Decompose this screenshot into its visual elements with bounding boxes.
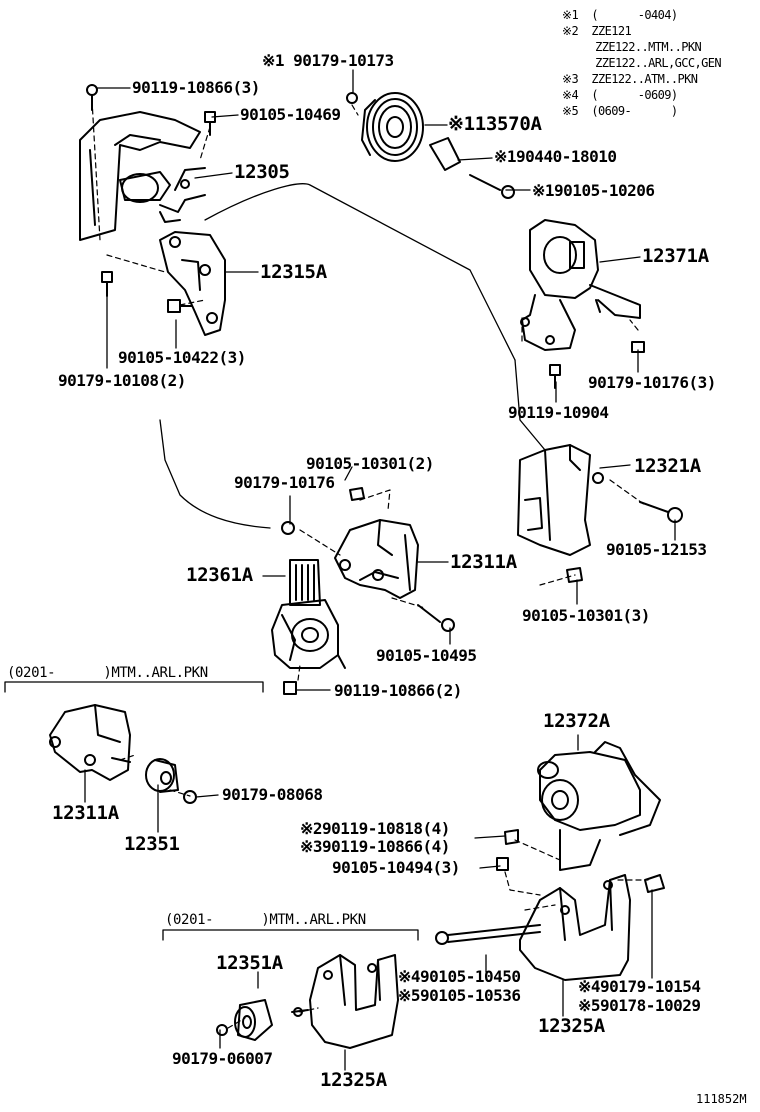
note-7: ※5 (0609- ) — [562, 104, 678, 118]
part-12315A-drawing — [160, 232, 225, 335]
range-brackets — [5, 682, 418, 940]
label-12371A[interactable]: 12371A — [642, 245, 709, 267]
label-490105-10450[interactable]: ※490105-10450 — [398, 967, 521, 986]
label-12311A-top[interactable]: 12311A — [450, 551, 517, 573]
label-12315A[interactable]: 12315A — [260, 261, 327, 283]
part-12311A-top-drawing — [335, 520, 418, 598]
diagram-code: 111852M — [696, 1092, 747, 1106]
dashed-guides — [92, 100, 648, 1028]
label-90105-10469[interactable]: 90105-10469 — [240, 105, 341, 124]
label-12325A-left[interactable]: 12325A — [320, 1069, 387, 1091]
small-bolts-mid — [282, 488, 582, 694]
part-12311A-mid-drawing — [50, 705, 130, 780]
label-90179-08068[interactable]: 90179-08068 — [222, 785, 323, 804]
bolts-12371A — [550, 342, 644, 388]
part-12305-drawing — [80, 112, 205, 240]
bolts-upper-left — [87, 85, 357, 312]
label-13570A[interactable]: ※113570A — [448, 113, 542, 135]
label-12351A[interactable]: 12351A — [216, 952, 283, 974]
label-90105-10422-3[interactable]: 90105-10422(3) — [118, 348, 246, 367]
pulley-13570A-drawing — [362, 93, 514, 198]
label-90105-10494-3[interactable]: 90105-10494(3) — [332, 858, 460, 877]
part-12351A-drawing — [217, 1000, 272, 1040]
label-90119-10866-2[interactable]: 90119-10866(2) — [334, 681, 462, 700]
note-4: ZZE122..ARL,GCC,GEN — [562, 56, 721, 70]
label-90179-10176[interactable]: 90179-10176 — [234, 473, 335, 492]
range-bracket-upper-label: (0201- )MTM..ARL.PKN — [7, 665, 208, 681]
label-90105-12153[interactable]: 90105-12153 — [606, 540, 707, 559]
part-12361A-drawing — [272, 560, 345, 668]
part-12321A-drawing — [518, 445, 682, 555]
note-1: ※1 ( -0404) — [562, 8, 678, 22]
note-6: ※4 ( -0609) — [562, 88, 678, 102]
range-bracket-lower-label: (0201- )MTM..ARL.PKN — [165, 912, 366, 928]
label-12321A[interactable]: 12321A — [634, 455, 701, 477]
label-90105-10301-3[interactable]: 90105-10301(3) — [522, 606, 650, 625]
label-290119-10818-4[interactable]: ※290119-10818(4) — [300, 819, 450, 838]
label-590105-10536[interactable]: ※590105-10536 — [398, 986, 521, 1005]
label-90105-10495[interactable]: 90105-10495 — [376, 646, 477, 665]
label-90105-10301-2[interactable]: 90105-10301(2) — [306, 454, 434, 473]
label-190440-18010[interactable]: ※190440-18010 — [494, 147, 617, 166]
label-12361A[interactable]: 12361A — [186, 564, 253, 586]
label-90179-10176-3[interactable]: 90179-10176(3) — [588, 373, 716, 392]
part-12372A-drawing — [497, 742, 660, 870]
label-90119-10904[interactable]: 90119-10904 — [508, 403, 609, 422]
routing-lines — [160, 184, 545, 528]
label-12372A[interactable]: 12372A — [543, 710, 610, 732]
note-3: ZZE122..MTM..PKN — [562, 40, 702, 54]
label-12305[interactable]: 12305 — [234, 161, 290, 183]
label-190105-10206[interactable]: ※190105-10206 — [532, 181, 655, 200]
label-90179-10108-2[interactable]: 90179-10108(2) — [58, 371, 186, 390]
label-590178-10029[interactable]: ※590178-10029 — [578, 996, 701, 1015]
label-90179-06007[interactable]: 90179-06007 — [172, 1049, 273, 1068]
part-12351-drawing — [146, 759, 196, 803]
label-390119-10866-4[interactable]: ※390119-10866(4) — [300, 837, 450, 856]
label-490179-10154[interactable]: ※490179-10154 — [578, 977, 701, 996]
part-12371A-drawing — [521, 220, 640, 350]
note-5: ※3 ZZE122..ATM..PKN — [562, 72, 698, 86]
label-90119-10866-3[interactable]: 90119-10866(3) — [132, 78, 260, 97]
label-90179-10173[interactable]: ※1 90179-10173 — [262, 51, 394, 70]
part-12325A-right-drawing — [436, 875, 664, 980]
note-2: ※2 ZZE121 — [562, 24, 632, 38]
label-12325A-right[interactable]: 12325A — [538, 1015, 605, 1037]
part-12325A-left-drawing — [292, 955, 398, 1048]
label-12351[interactable]: 12351 — [124, 833, 180, 855]
label-12311A-mid[interactable]: 12311A — [52, 802, 119, 824]
